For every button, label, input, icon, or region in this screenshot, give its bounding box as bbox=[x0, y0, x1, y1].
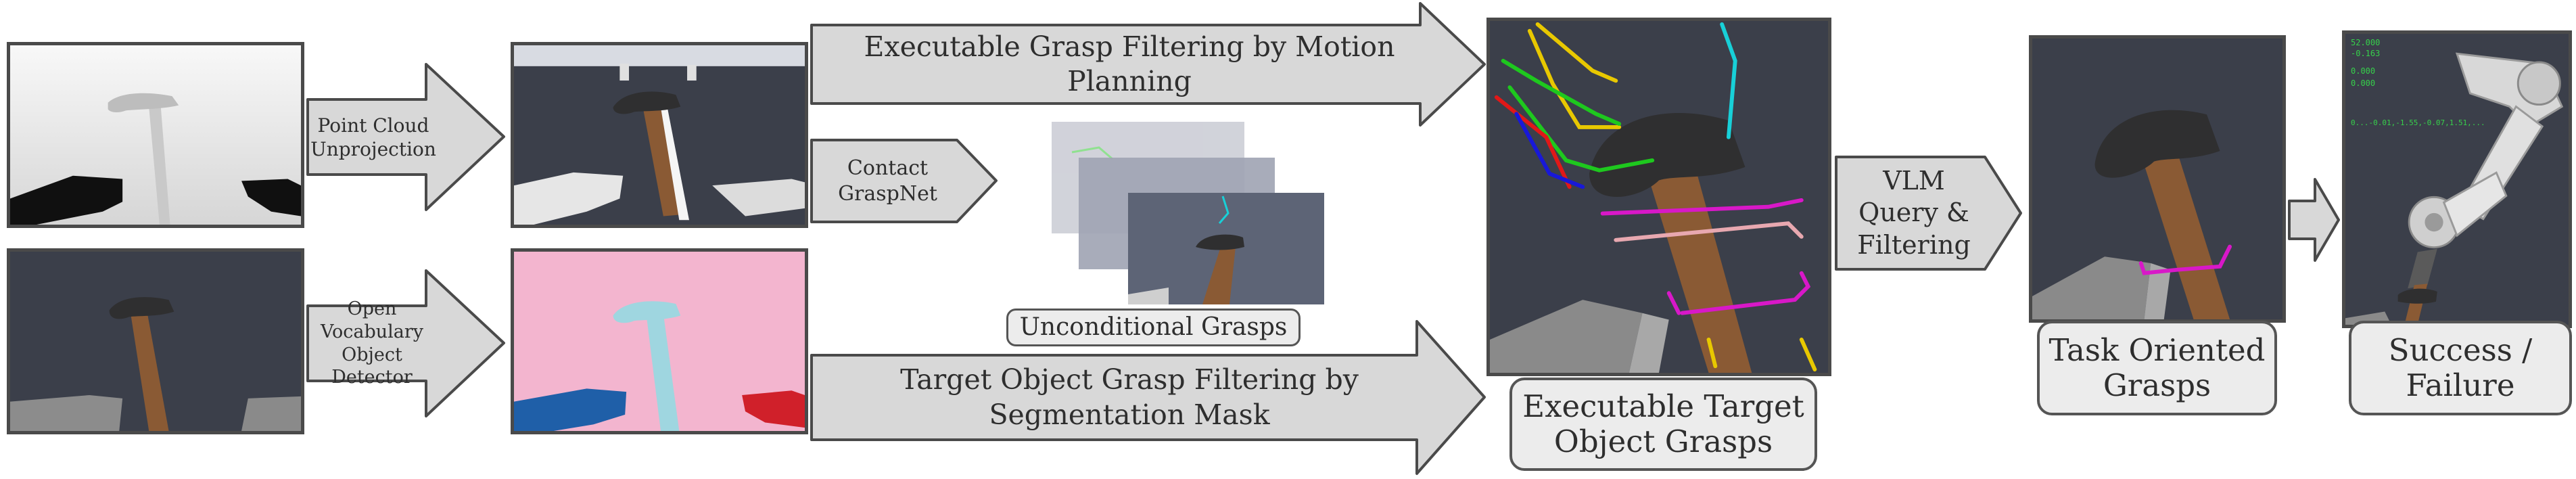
vocab-detector-arrow: Open Vocabulary Object Detector bbox=[306, 269, 505, 417]
pc-hammer-handle bbox=[642, 107, 680, 216]
sim-readout-5: 0...-0.01,-1.55,-0.07,1.51,... bbox=[2351, 118, 2485, 127]
segmentation-panel bbox=[511, 248, 808, 434]
robot-gripper bbox=[2408, 248, 2437, 289]
depth-hammer-shape bbox=[108, 93, 179, 225]
pc-left-gripper bbox=[514, 172, 624, 225]
vlm-arrow: VLM Query & Filtering bbox=[1835, 156, 2022, 271]
task-grasp-line bbox=[2138, 244, 2232, 275]
exec-grasp-lines bbox=[1494, 22, 1817, 372]
executable-grasps-panel bbox=[1486, 18, 1831, 376]
sim-readout-2: -0.163 bbox=[2351, 49, 2381, 58]
exec-table-corner bbox=[1490, 300, 1643, 373]
vocab-detector-label: Open Vocabulary Object Detector bbox=[320, 298, 424, 388]
motion-planning-arrow: Executable Grasp Filtering by Motion Pla… bbox=[810, 2, 1486, 127]
sim-readout-4: 0.000 bbox=[2351, 78, 2376, 88]
seg-left-gripper bbox=[514, 388, 627, 431]
motion-planning-label: Executable Grasp Filtering by Motion Pla… bbox=[864, 30, 1395, 97]
grasp-stack-front bbox=[1128, 193, 1324, 304]
segmentation-arrow: Target Object Grasp Filtering by Segment… bbox=[810, 320, 1486, 475]
contact-graspnet-label: Contact GraspNet bbox=[838, 156, 937, 206]
task-hammer-handle bbox=[2137, 141, 2230, 319]
rgb-hammer-handle bbox=[128, 304, 169, 431]
task-oriented-panel bbox=[2029, 35, 2286, 323]
vlm-label: VLM Query & Filtering bbox=[1857, 165, 1971, 260]
execute-arrow bbox=[2288, 178, 2340, 262]
robot-joint-top bbox=[2516, 61, 2561, 106]
robot-forearm bbox=[2442, 171, 2508, 237]
rgb-hammer-head bbox=[109, 297, 174, 319]
pc-hammer-head bbox=[613, 91, 681, 114]
task-hammer-head bbox=[2094, 110, 2220, 178]
depth-image-panel bbox=[7, 42, 304, 228]
depth-right-gripper bbox=[241, 179, 301, 216]
point-cloud-panel bbox=[511, 42, 808, 228]
execution-panel: 52.000 -0.163 0.000 0.000 0...-0.01,-1.5… bbox=[2342, 30, 2572, 328]
task-oriented-grasps-label: Task Oriented Grasps bbox=[2037, 321, 2277, 415]
exec-hammer-head bbox=[1589, 112, 1746, 197]
rgb-image-panel bbox=[7, 248, 304, 434]
depth-left-gripper bbox=[10, 175, 123, 225]
task-table-corner bbox=[2032, 256, 2151, 319]
pc-wall-strip bbox=[514, 45, 805, 66]
seg-right-gripper bbox=[742, 390, 805, 428]
unconditional-grasps-label: Unconditional Grasps bbox=[1006, 309, 1301, 346]
sim-readout-1: 52.000 bbox=[2351, 38, 2381, 47]
success-failure-label: Success / Failure bbox=[2349, 321, 2572, 415]
exec-hammer-handle bbox=[1639, 143, 1752, 373]
point-cloud-arrow: Point Cloud Unprojection bbox=[306, 63, 505, 211]
contact-graspnet-arrow: Contact GraspNet bbox=[810, 139, 998, 223]
point-cloud-label: Point Cloud Unprojection bbox=[310, 114, 436, 160]
sim-readout-3: 0.000 bbox=[2351, 66, 2376, 76]
executable-target-grasps-label: Executable Target Object Grasps bbox=[1509, 378, 1817, 471]
segmentation-label: Target Object Grasp Filtering by Segment… bbox=[900, 363, 1359, 431]
rgb-table-edge bbox=[10, 395, 123, 431]
seg-hammer-head bbox=[613, 301, 681, 323]
seg-hammer-handle bbox=[646, 313, 680, 431]
